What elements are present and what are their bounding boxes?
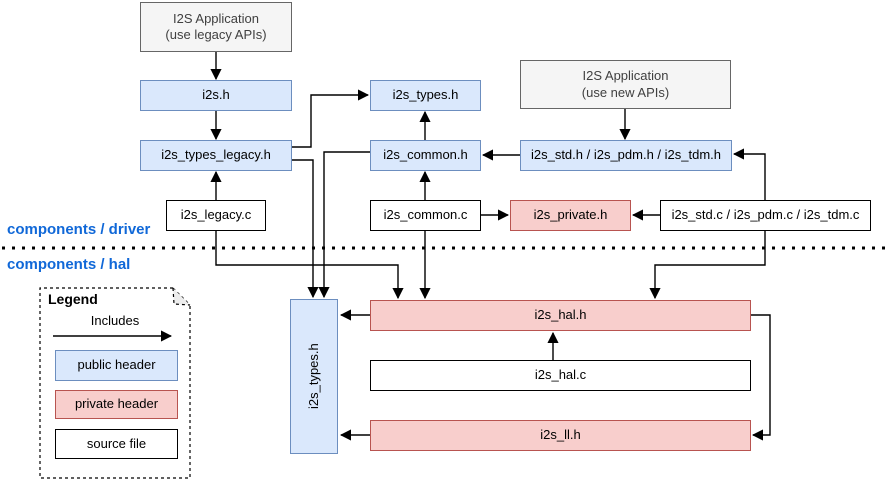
node-i2s-application-legacy: I2S Application (use legacy APIs)	[140, 2, 292, 52]
node-i2s-types-legacy-h: i2s_types_legacy.h	[140, 140, 292, 171]
node-label: i2s_types.h	[392, 87, 459, 103]
node-i2s-private-h: i2s_private.h	[510, 200, 631, 231]
edge-common-h-to-hal-types-h	[318, 151, 370, 299]
node-i2s-hal-h: i2s_hal.h	[370, 300, 751, 331]
node-label: i2s_types_legacy.h	[161, 147, 271, 163]
edge-std-c-to-std-h	[732, 148, 766, 200]
legend-item-public-header: public header	[55, 350, 178, 381]
edge-types-legacy-to-hal-types-h	[291, 159, 319, 299]
node-i2s-hal-c: i2s_hal.c	[370, 360, 751, 391]
hal-layer-label: components / hal	[7, 256, 131, 273]
node-label: i2s_legacy.c	[180, 207, 252, 223]
legend-item-label: source file	[86, 435, 147, 451]
edge-std-c-to-hal-h	[649, 231, 766, 300]
legend-item-private-header: private header	[55, 390, 178, 419]
node-i2s-common-c: i2s_common.c	[370, 200, 481, 231]
node-label: i2s_types.h	[305, 343, 321, 410]
edge-types-legacy-to-types-h	[291, 89, 370, 148]
node-i2s-common-h: i2s_common.h	[370, 140, 481, 171]
node-label: i2s_hal.h	[534, 307, 587, 323]
node-label: i2s_ll.h	[540, 427, 581, 443]
node-label-line2: (use new APIs)	[581, 84, 670, 100]
legend-title: Legend	[48, 291, 98, 307]
node-i2s-types-h-hal: i2s_types.h	[290, 299, 338, 454]
legend-item-source-file: source file	[55, 429, 178, 459]
node-i2s-h: i2s.h	[140, 80, 292, 111]
node-i2s-types-h: i2s_types.h	[370, 80, 481, 111]
legend-outline	[39, 287, 191, 479]
node-label: i2s_common.c	[383, 207, 468, 223]
node-label-line1: I2S Application	[172, 10, 259, 26]
node-i2s-application-new: I2S Application (use new APIs)	[520, 60, 731, 109]
driver-layer-label: components / driver	[7, 221, 151, 238]
legend-item-label: private header	[74, 396, 159, 412]
node-i2s-ll-h: i2s_ll.h	[370, 420, 751, 451]
node-label: i2s_std.h / i2s_pdm.h / i2s_tdm.h	[530, 147, 722, 163]
node-i2s-std-pdm-tdm-c: i2s_std.c / i2s_pdm.c / i2s_tdm.c	[660, 200, 871, 231]
legend-item-label: public header	[77, 357, 156, 373]
node-i2s-std-pdm-tdm-h: i2s_std.h / i2s_pdm.h / i2s_tdm.h	[520, 140, 732, 171]
node-label: i2s_common.h	[383, 147, 468, 163]
edge-legacy-c-to-hal-h	[215, 231, 404, 300]
node-i2s-legacy-c: i2s_legacy.c	[166, 200, 266, 231]
edge-hal-h-to-ll-h	[750, 314, 771, 441]
node-label-line2: (use legacy APIs)	[165, 27, 267, 42]
node-label: i2s.h	[202, 87, 230, 103]
node-label: i2s_std.c / i2s_pdm.c / i2s_tdm.c	[671, 207, 860, 223]
node-label: i2s_hal.c	[534, 367, 587, 383]
node-label: i2s_private.h	[533, 207, 608, 223]
node-label-line1: I2S Application	[582, 68, 669, 84]
legend-includes-label: Includes	[90, 313, 140, 328]
